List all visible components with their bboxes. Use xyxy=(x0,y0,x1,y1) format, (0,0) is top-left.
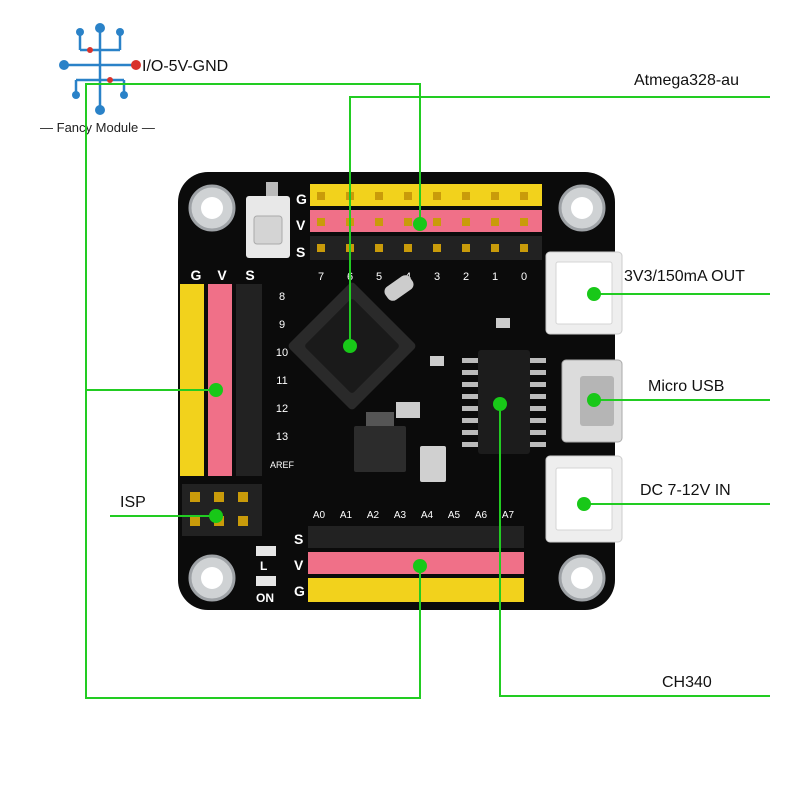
callout-dot xyxy=(587,287,601,301)
callout-dot xyxy=(209,383,223,397)
callout-dot xyxy=(413,559,427,573)
label-ch340: CH340 xyxy=(662,674,712,691)
callout-dot xyxy=(577,497,591,511)
left-pin-label: AREF xyxy=(270,460,295,470)
bottom-pin-label: A5 xyxy=(448,510,461,521)
left-pin-labels: 8 9 10 11 12 13 AREF xyxy=(270,291,295,470)
top-pin-label: 5 xyxy=(376,271,382,283)
capacitor xyxy=(396,402,420,418)
bottom-pin-label: A2 xyxy=(367,510,380,521)
circuit-tree-icon xyxy=(59,23,141,115)
bottom-header xyxy=(308,526,524,602)
label-power-out: 3V3/150mA OUT xyxy=(624,268,745,285)
reset-button xyxy=(246,182,290,258)
left-pin-label: 9 xyxy=(279,319,285,331)
label-isp: ISP xyxy=(120,494,146,511)
bottom-pin-label: A4 xyxy=(421,510,434,521)
silk-row-g-bottom: G xyxy=(294,583,305,599)
callout-line-io-left xyxy=(85,83,421,699)
callout-dots xyxy=(209,217,601,573)
callout-dot xyxy=(209,509,223,523)
label-dc-in: DC 7-12V IN xyxy=(640,482,731,499)
top-pin-label: 1 xyxy=(492,271,498,283)
left-pin-label: 12 xyxy=(276,403,288,415)
callout-line-io xyxy=(110,83,421,224)
silk-row-s-bottom: S xyxy=(294,531,303,547)
left-pin-label: 13 xyxy=(276,431,288,443)
silk-col-v-left: V xyxy=(217,267,227,283)
left-pin-label: 8 xyxy=(279,291,285,303)
crystal xyxy=(384,275,414,301)
callout-dot xyxy=(343,339,357,353)
bottom-pin-label: A7 xyxy=(502,510,515,521)
callout-dot xyxy=(493,397,507,411)
bottom-pin-label: A3 xyxy=(394,510,407,521)
silk-row-v-bottom: V xyxy=(294,557,304,573)
callout-line-ch340 xyxy=(499,404,770,697)
bottom-pin-labels: A0 A1 A2 A3 A4 A5 A6 A7 xyxy=(313,510,515,521)
label-io-5v-gnd: I/O-5V-GND xyxy=(142,58,229,75)
silk-col-s-left: S xyxy=(245,267,254,283)
isp-header xyxy=(182,484,262,536)
callout-lines xyxy=(85,83,770,699)
top-pin-label: 7 xyxy=(318,271,324,283)
mounting-holes xyxy=(188,184,606,602)
bottom-pin-label: A6 xyxy=(475,510,488,521)
label-atmega328: Atmega328-au xyxy=(634,72,739,89)
silk-row-g-top: G xyxy=(296,191,307,207)
label-micro-usb: Micro USB xyxy=(648,378,725,395)
silk-led-on: ON xyxy=(256,591,274,605)
voltage-regulator xyxy=(354,412,446,482)
callout-dot xyxy=(587,393,601,407)
callout-dot xyxy=(413,217,427,231)
top-pin-label: 0 xyxy=(521,271,527,283)
silk-led-l: L xyxy=(260,559,267,573)
silk-row-s-top: S xyxy=(296,244,305,260)
capacitor xyxy=(496,318,510,328)
top-pin-label: 2 xyxy=(463,271,469,283)
silk-col-g-left: G xyxy=(191,267,202,283)
bottom-pin-label: A1 xyxy=(340,510,353,521)
left-pin-label: 11 xyxy=(276,375,287,387)
led-l xyxy=(256,546,276,556)
bottom-pin-label: A0 xyxy=(313,510,326,521)
capacitor xyxy=(430,356,444,366)
brand-name: Fancy Module xyxy=(56,120,139,135)
led-on xyxy=(256,576,276,586)
left-header xyxy=(180,284,262,476)
top-pin-label: 3 xyxy=(434,271,440,283)
left-pin-label: 10 xyxy=(276,347,288,359)
callout-line-mcu xyxy=(349,96,770,346)
silk-row-v-top: V xyxy=(296,217,306,233)
pcb-board xyxy=(178,172,615,610)
